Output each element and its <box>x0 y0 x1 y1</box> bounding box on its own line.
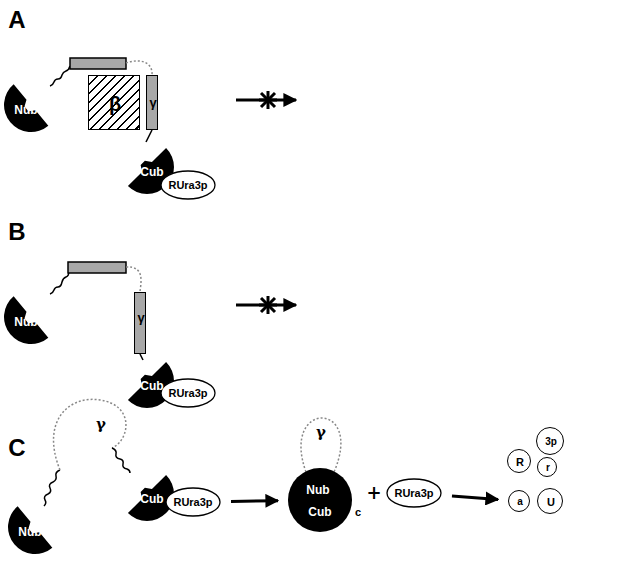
transmembrane-segment <box>68 262 126 273</box>
node-label: 3p <box>545 437 557 447</box>
ellipse-outline <box>166 488 220 516</box>
node-label: Cub <box>140 493 163 505</box>
fragment-circle: 3p <box>536 427 564 455</box>
node-label: Nub <box>14 316 37 328</box>
half-disc <box>0 296 48 355</box>
loop-line <box>126 267 141 292</box>
half-disc <box>0 506 52 561</box>
ubiquitin-c-half: Cub <box>118 465 176 523</box>
ubiquitin-n-half: Nub <box>2 288 60 346</box>
node-label: RUra3p <box>394 488 433 499</box>
reporter-ellipse: RUra3p <box>386 478 442 508</box>
reporter-ellipse: RUra3p <box>160 170 216 200</box>
loop-label: γ <box>96 417 106 432</box>
panel-letter: C <box>8 436 25 460</box>
ellipse-outline <box>161 379 215 407</box>
process-arrow <box>231 499 278 503</box>
transmembrane-segment: γ <box>134 292 146 354</box>
node-label: Cub <box>140 166 163 178</box>
linker-squiggle <box>50 66 70 86</box>
node-label: a <box>517 497 523 507</box>
node-label: RUra3p <box>173 497 212 508</box>
panel-letter: B <box>8 220 25 244</box>
ubiquitin-whole: NubCubc <box>288 468 352 532</box>
loop-line <box>126 61 152 75</box>
fragment-circle: R <box>507 449 531 473</box>
node-label: γ <box>149 96 156 109</box>
block-star <box>259 296 277 314</box>
linker-squiggle <box>50 271 69 294</box>
fragment-circle: r <box>537 457 557 477</box>
unfolded-loop <box>54 399 126 470</box>
loop-label: γ <box>316 425 326 440</box>
unfolded-loop <box>301 418 341 472</box>
node-label: R <box>516 457 524 468</box>
node-label: Cub <box>308 506 331 518</box>
panel-letter: A <box>8 8 25 32</box>
linker-line <box>140 354 143 360</box>
transmembrane-segment <box>70 58 126 69</box>
node-label: c <box>355 507 361 518</box>
transmembrane-segment: γ <box>146 75 158 130</box>
half-disc <box>0 84 48 143</box>
reporter-ellipse: RUra3p <box>160 378 216 408</box>
node-label: RUra3p <box>168 388 207 399</box>
process-arrow <box>452 496 498 500</box>
ubiquitin-n-half: Nub <box>6 498 64 556</box>
node-label: Nub <box>306 484 329 496</box>
plus-sign: + <box>366 484 381 502</box>
linker-squiggle <box>44 470 60 506</box>
node-label: Nub <box>14 104 37 116</box>
linker-line <box>146 130 152 142</box>
fragment-circle: U <box>537 488 563 514</box>
node-label: r <box>546 463 550 473</box>
reporter-ellipse: RUra3p <box>165 487 221 517</box>
node-label: γ <box>137 311 144 324</box>
block-star <box>259 91 277 109</box>
fragment-circle: a <box>508 490 530 512</box>
linker-squiggle <box>112 448 130 473</box>
node-label: U <box>547 497 555 508</box>
ellipse-outline <box>161 171 215 199</box>
node-label: RUra3p <box>168 180 207 191</box>
ellipse-outline <box>387 479 441 507</box>
node-label: Nub <box>18 526 41 538</box>
ubiquitin-n-half: Nub <box>2 76 60 134</box>
node-label: β <box>109 94 121 114</box>
protein-domain: β <box>88 75 140 130</box>
node-label: Cub <box>140 380 163 392</box>
